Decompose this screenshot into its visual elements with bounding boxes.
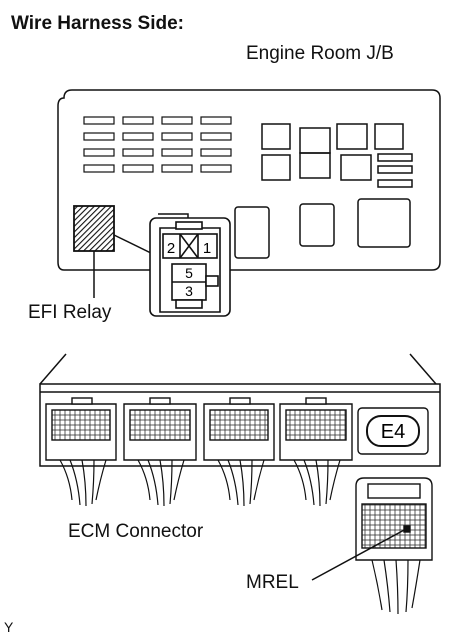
mrel-wire-bundle bbox=[371, 559, 421, 615]
ecm-connector-2 bbox=[123, 397, 197, 461]
relay-terminal-callout bbox=[149, 217, 231, 317]
diagram-heading: Wire Harness Side: bbox=[11, 13, 185, 34]
junction-block-label: Engine Room J/B bbox=[246, 43, 394, 64]
mrel-connector bbox=[355, 477, 433, 561]
fuse-grid bbox=[83, 116, 232, 173]
ecm-connector-4 bbox=[279, 397, 353, 461]
figure-code: Y bbox=[4, 619, 14, 635]
relay-terminal-5: 5 bbox=[185, 265, 193, 281]
relay-terminal-2: 2 bbox=[167, 240, 175, 257]
mrel-leader bbox=[311, 528, 407, 581]
relay-terminal-3: 3 bbox=[185, 283, 193, 299]
efi-relay-label: EFI Relay bbox=[28, 302, 112, 323]
efi-relay-marker bbox=[73, 205, 115, 252]
ecm-wire-bundles bbox=[59, 459, 341, 507]
mrel-label: MREL bbox=[246, 572, 299, 593]
relay-callout-line bbox=[113, 234, 156, 256]
relay-terminal-1: 1 bbox=[203, 240, 211, 257]
ecm-connectors bbox=[45, 397, 429, 461]
junction-block bbox=[57, 89, 441, 271]
ecm-connector-3 bbox=[203, 397, 275, 461]
ecm-connector-1 bbox=[45, 397, 117, 461]
connector-code-e4: E4 bbox=[381, 421, 405, 443]
ecm-connector-label: ECM Connector bbox=[68, 521, 204, 542]
